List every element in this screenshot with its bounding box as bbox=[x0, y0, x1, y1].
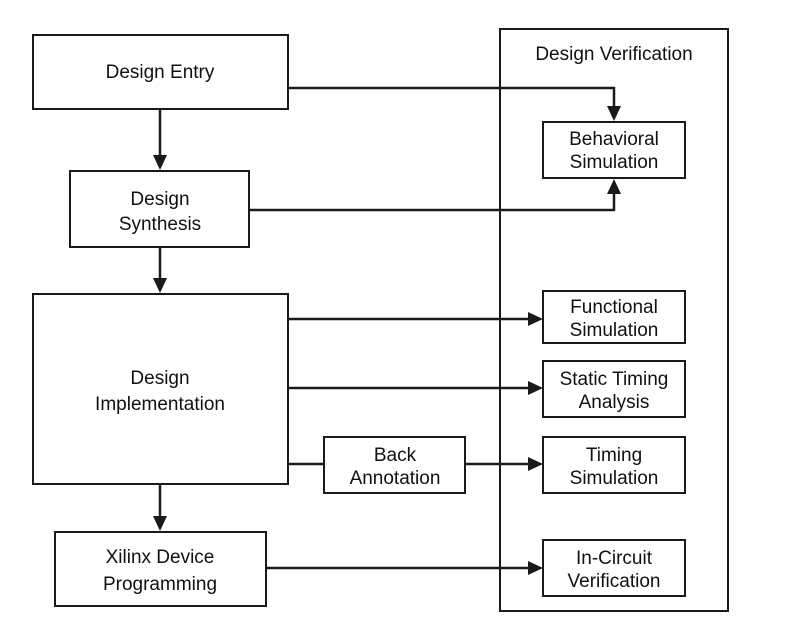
xilinx-device-programming-box: Xilinx Device Programming bbox=[54, 531, 267, 607]
static-timing-analysis-box: Static Timing Analysis bbox=[542, 360, 686, 418]
xilinx-device-programming-label-line2: Programming bbox=[103, 574, 217, 595]
back-annotation-label-line2: Annotation bbox=[350, 468, 441, 489]
xilinx-device-programming-label-line1: Xilinx Device bbox=[106, 547, 215, 568]
functional-simulation-box: Functional Simulation bbox=[542, 290, 686, 344]
design-verification-title: Design Verification bbox=[535, 44, 692, 65]
design-implementation-label-line1: Design bbox=[130, 368, 189, 389]
design-entry-label: Design Entry bbox=[106, 62, 215, 83]
functional-simulation-label-line1: Functional bbox=[570, 297, 658, 318]
behavioral-simulation-label-line2: Simulation bbox=[570, 152, 659, 173]
design-implementation-box: Design Implementation bbox=[32, 293, 289, 485]
arrowhead-synthesis bbox=[153, 155, 167, 170]
arrowhead-static-timing bbox=[528, 381, 543, 395]
arrowhead-functional bbox=[528, 312, 543, 326]
timing-simulation-box: Timing Simulation bbox=[542, 436, 686, 494]
design-synthesis-label-line2: Synthesis bbox=[119, 214, 201, 235]
design-synthesis-box: Design Synthesis bbox=[69, 170, 250, 248]
static-timing-analysis-label-line1: Static Timing bbox=[560, 369, 669, 390]
design-entry-box: Design Entry bbox=[32, 34, 289, 110]
back-annotation-label-line1: Back bbox=[374, 445, 417, 466]
connectors bbox=[153, 86, 621, 575]
in-circuit-verification-box: In-Circuit Verification bbox=[542, 539, 686, 597]
arrowhead-programming bbox=[153, 516, 167, 531]
connector-synthesis-to-behavioral bbox=[249, 192, 616, 212]
in-circuit-verification-label-line2: Verification bbox=[568, 571, 661, 592]
arrowhead-behavioral-top bbox=[607, 106, 621, 121]
arrowhead-timing-simulation bbox=[528, 457, 543, 471]
back-annotation-box: Back Annotation bbox=[323, 436, 466, 494]
design-implementation-label-line2: Implementation bbox=[95, 394, 225, 415]
design-synthesis-label-line1: Design bbox=[130, 189, 189, 210]
arrowhead-implementation bbox=[153, 278, 167, 293]
timing-simulation-label-line2: Simulation bbox=[570, 468, 659, 489]
arrowhead-in-circuit bbox=[528, 561, 543, 575]
connector-entry-to-behavioral bbox=[288, 86, 616, 108]
timing-simulation-label-line1: Timing bbox=[586, 445, 642, 466]
behavioral-simulation-label-line1: Behavioral bbox=[569, 129, 659, 150]
arrowhead-behavioral-bottom bbox=[607, 179, 621, 194]
in-circuit-verification-label-line1: In-Circuit bbox=[576, 548, 653, 569]
functional-simulation-label-line2: Simulation bbox=[570, 320, 659, 341]
static-timing-analysis-label-line2: Analysis bbox=[579, 392, 650, 413]
behavioral-simulation-box: Behavioral Simulation bbox=[542, 121, 686, 179]
